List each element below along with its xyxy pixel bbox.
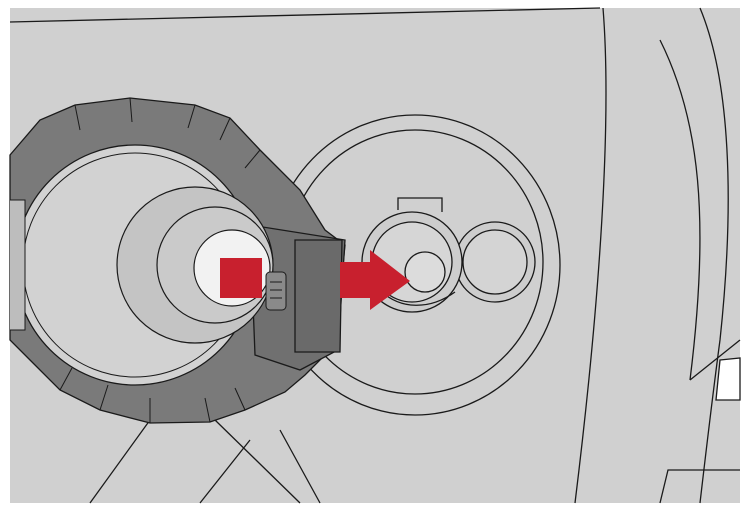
body-contour-lines	[9, 7, 741, 504]
lower-contour-line	[689, 339, 741, 381]
inner-contour-line	[659, 39, 701, 381]
filler-neck-tab	[397, 197, 443, 212]
fuel-cap-icon	[9, 97, 346, 424]
bottom-line-2	[214, 419, 301, 504]
bottom-right-line	[659, 469, 740, 504]
cap-hinge-face	[294, 239, 343, 353]
insertion-direction-arrow-icon	[220, 250, 410, 310]
top-edge-line	[9, 7, 601, 23]
rear-contour-line	[699, 7, 729, 504]
cap-side-clip	[10, 199, 26, 331]
cap-grip-ridges	[59, 97, 261, 423]
secondary-port-inner	[462, 229, 528, 295]
cap-latch-slots	[270, 281, 282, 299]
arrow-tail	[220, 258, 262, 298]
cap-latch	[265, 271, 287, 311]
panel-seam-line	[574, 7, 607, 504]
filler-neck-nozzle	[404, 251, 446, 293]
bottom-line-3	[199, 439, 251, 504]
bottom-line-4	[279, 429, 321, 504]
arrow-head	[340, 250, 410, 310]
white-notch	[715, 357, 741, 401]
bottom-line-1	[89, 419, 151, 504]
